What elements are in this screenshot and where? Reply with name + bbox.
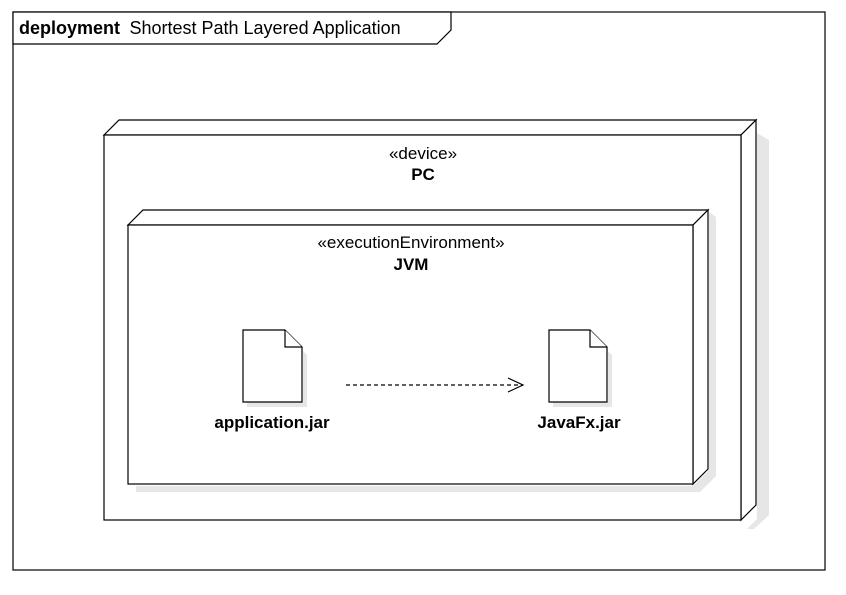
environment-top-face: [126, 209, 710, 226]
artifact-name: JavaFx.jar: [537, 413, 621, 432]
document-fold: [284, 330, 302, 348]
dependency-arrow[interactable]: [346, 377, 525, 393]
device-name: PC: [411, 165, 435, 184]
device-top-face: [102, 119, 758, 136]
frame-name: Shortest Path Layered Application: [129, 18, 400, 38]
document-icon: [242, 329, 303, 403]
frame-kind: deployment: [19, 18, 120, 38]
document-icon: [548, 329, 608, 403]
artifact-application-jar[interactable]: application.jar: [214, 329, 330, 432]
document-fold: [589, 330, 607, 348]
device-stereotype: «device»: [389, 144, 457, 163]
artifact-name: application.jar: [214, 413, 330, 432]
artifact-javafx-jar[interactable]: JavaFx.jar: [537, 329, 621, 432]
execution-environment-node[interactable]: «executionEnvironment» JVM: [126, 208, 716, 492]
environment-side-face: [692, 208, 709, 486]
arrow-head-icon: [507, 377, 525, 393]
device-side-face: [740, 118, 757, 522]
environment-name: JVM: [394, 255, 429, 274]
environment-stereotype: «executionEnvironment»: [317, 233, 504, 252]
frame-title: deployment Shortest Path Layered Applica…: [19, 18, 401, 38]
frame-tab: [12, 11, 452, 45]
